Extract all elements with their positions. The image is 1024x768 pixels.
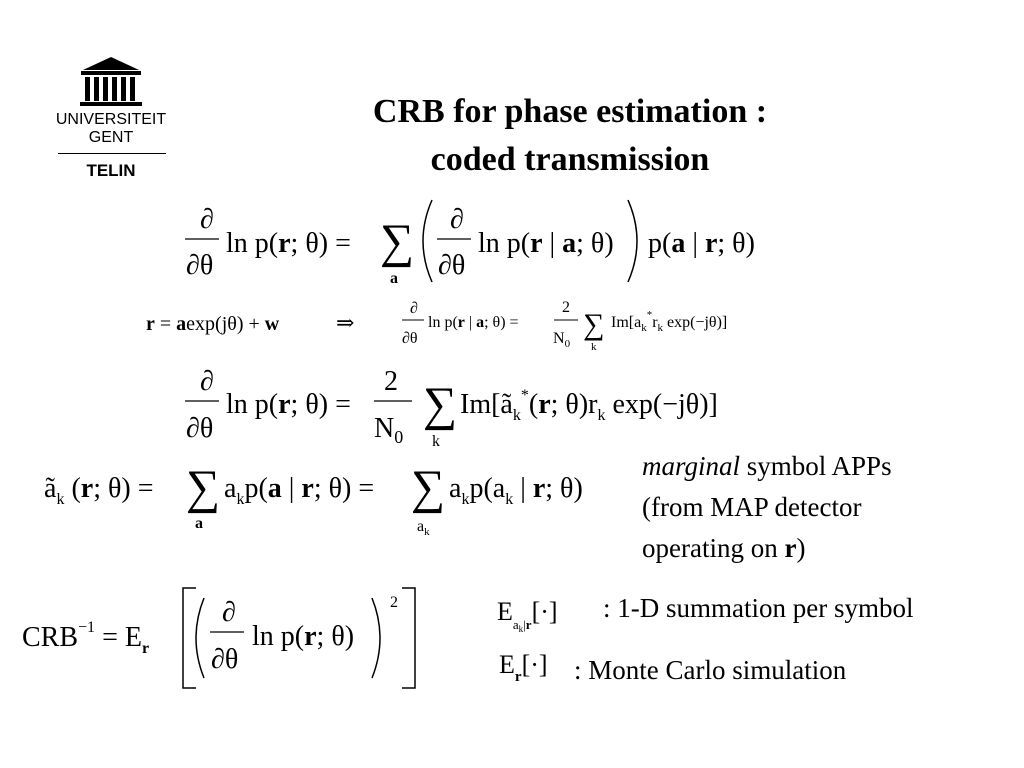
slide-title-line1: CRB for phase estimation : — [372, 93, 768, 130]
logo-divider — [58, 153, 166, 154]
svg-text:ln p(r | a; θ) =: ln p(r | a; θ) = — [428, 314, 519, 331]
slide-title-line2: coded transmission — [430, 141, 710, 178]
line3-prefix: operating on — [642, 533, 785, 563]
svg-text:ãk (r; θ) =: ãk (r; θ) = — [44, 473, 154, 508]
svg-text:∂: ∂ — [222, 597, 236, 628]
svg-text:ln p(r; θ) =: ln p(r; θ) = — [226, 228, 351, 259]
svg-text:ln p(r | a; θ): ln p(r | a; θ) — [478, 228, 614, 259]
svg-text:∂: ∂ — [450, 204, 464, 235]
svg-text:ak: ak — [417, 518, 430, 538]
line3-bold: r — [784, 533, 797, 563]
svg-text:r = aexp(jθ) + w: r = aexp(jθ) + w — [146, 313, 280, 335]
logo-department: TELIN — [86, 161, 136, 180]
logo-university-line2: GENT — [88, 129, 134, 146]
svg-text:∑: ∑ — [186, 461, 220, 514]
equation-crb: CRB−1 = Er ∂ ∂θ ln p(r; θ) 2 — [22, 587, 416, 689]
equation-2: r = aexp(jθ) + w ⇒ ∂ ∂θ ln p(r | a; θ) =… — [146, 299, 727, 353]
equation-1: ∂ ∂θ ln p(r; θ) = ∑ a ∂ ∂θ ln p(r | a; θ… — [185, 199, 755, 287]
svg-text:∑: ∑ — [423, 378, 457, 431]
svg-text:Im[ak*rk exp(−jθ)]: Im[ak*rk exp(−jθ)] — [611, 309, 727, 334]
svg-text:∑: ∑ — [411, 461, 445, 514]
line3-suffix: ) — [796, 533, 806, 563]
svg-text:ln p(r; θ): ln p(r; θ) — [252, 621, 354, 652]
svg-text:2: 2 — [384, 366, 398, 397]
svg-text:CRB−1 = Er: CRB−1 = Er — [22, 619, 149, 657]
marginal-note: marginal symbol APPs (from MAP detector … — [642, 446, 1002, 569]
svg-text:Eak|r[·]: Eak|r[·] — [497, 597, 558, 634]
slide-title: CRB for phase estimation : coded transmi… — [300, 88, 840, 184]
svg-text:Im[ãk*(r; θ)rk exp(−jθ)]: Im[ãk*(r; θ)rk exp(−jθ)] — [460, 387, 718, 424]
logo-university-line1: UNIVERSITEIT — [55, 111, 167, 128]
svg-text:akp(a | r; θ) =: akp(a | r; θ) = — [224, 473, 374, 508]
svg-text:N0: N0 — [553, 330, 571, 350]
expectation-r: Er[·] — [499, 650, 548, 685]
expectation-ak: Eak|r[·] — [497, 597, 558, 634]
marginal-note-line3: operating on r) — [642, 528, 1002, 569]
svg-text:∂: ∂ — [200, 366, 214, 397]
marginal-note-line2: (from MAP detector — [642, 492, 862, 522]
svg-text:∂θ: ∂θ — [211, 644, 238, 675]
svg-text:k: k — [432, 433, 440, 450]
expectation-r-comment: : Monte Carlo simulation — [574, 655, 847, 685]
svg-text:N0: N0 — [374, 413, 403, 447]
expectation-ak-comment: : 1-D summation per symbol — [603, 593, 914, 623]
svg-text:∂θ: ∂θ — [186, 413, 213, 444]
svg-text:∂: ∂ — [410, 300, 418, 317]
svg-text:∂θ: ∂θ — [438, 250, 465, 281]
svg-text:a: a — [390, 270, 398, 287]
svg-text:∑: ∑ — [583, 308, 604, 341]
marginal-rest: symbol APPs — [740, 451, 892, 481]
svg-text:Er[·]: Er[·] — [499, 650, 548, 685]
marginal-word: marginal — [642, 451, 741, 481]
svg-text:2: 2 — [562, 299, 570, 316]
svg-text:a: a — [195, 515, 203, 532]
svg-text:k: k — [591, 341, 597, 353]
svg-text:2: 2 — [390, 594, 398, 611]
equation-3: ∂ ∂θ ln p(r; θ) = 2 N0 ∑ k Im[ãk*(r; θ)r… — [185, 366, 718, 450]
svg-text:∑: ∑ — [380, 215, 414, 268]
equation-4: ãk (r; θ) = ∑ a akp(a | r; θ) = ∑ ak akp… — [44, 461, 583, 538]
svg-text:akp(ak | r; θ): akp(ak | r; θ) — [449, 473, 583, 508]
marginal-note-line1: marginal symbol APPs — [642, 446, 1002, 487]
svg-text:⇒: ⇒ — [336, 310, 354, 335]
svg-text:∂θ: ∂θ — [402, 330, 418, 347]
svg-text:p(a | r; θ): p(a | r; θ) — [648, 228, 755, 259]
svg-text:∂θ: ∂θ — [186, 250, 213, 281]
svg-text:ln p(r; θ) =: ln p(r; θ) = — [226, 389, 351, 420]
svg-text:∂: ∂ — [200, 204, 214, 235]
